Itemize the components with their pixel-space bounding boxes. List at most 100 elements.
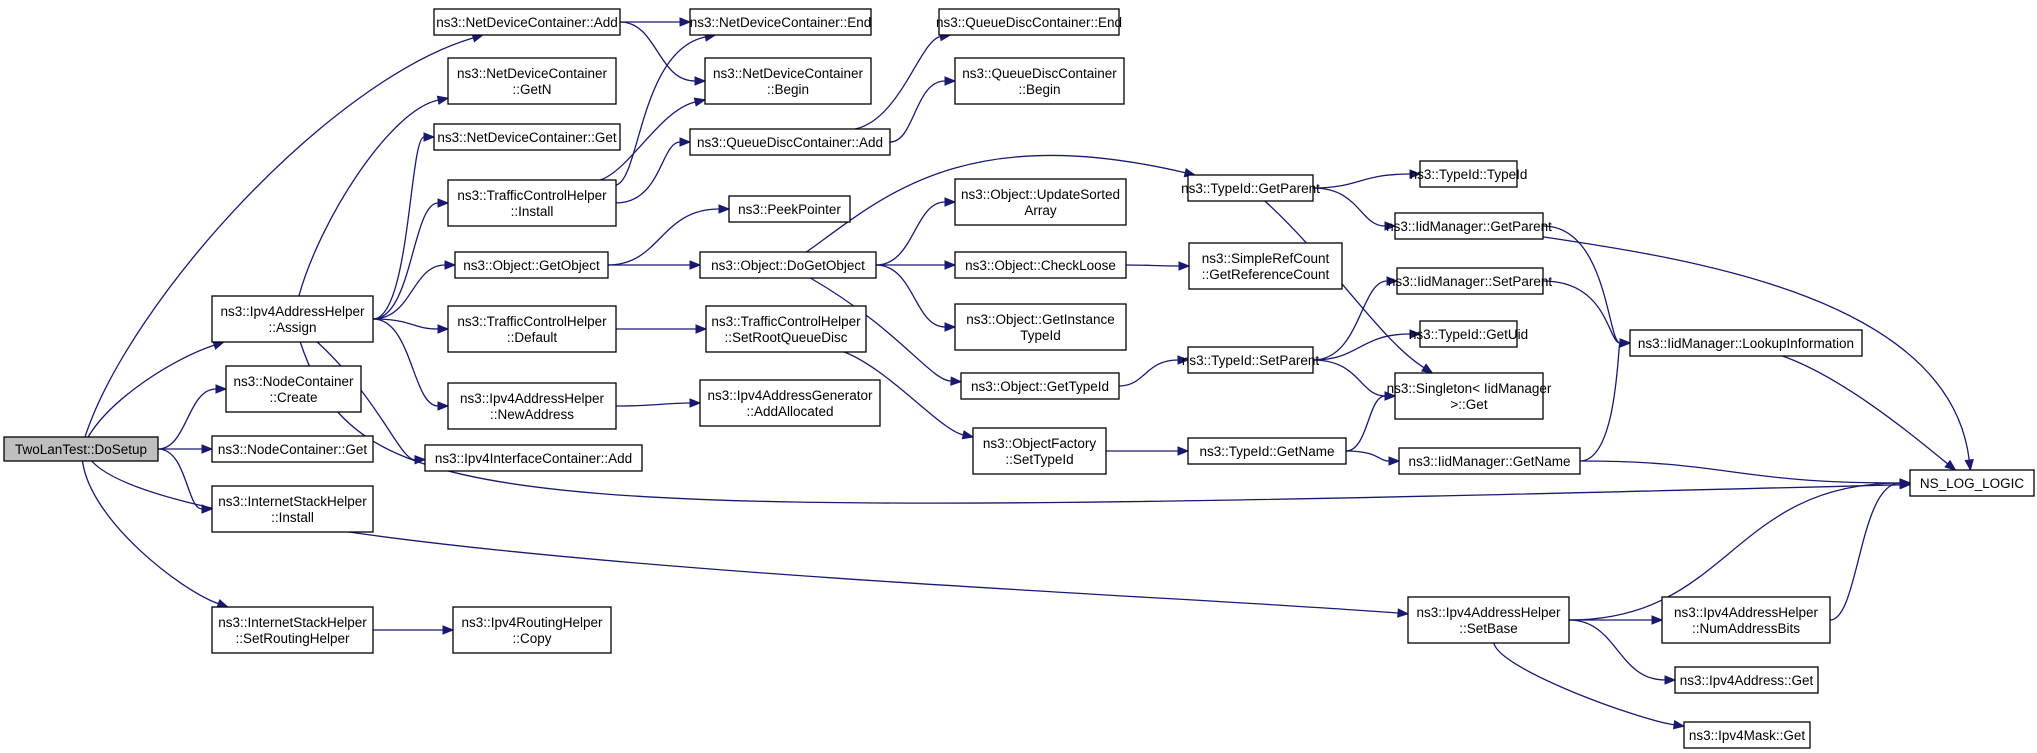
node-box[interactable] <box>452 606 612 654</box>
node-ipv4address_get[interactable]: ns3::Ipv4Address::Get <box>1674 666 1819 694</box>
node-box[interactable] <box>1674 666 1819 694</box>
node-typeid_getparent[interactable]: ns3::TypeId::GetParent <box>1181 174 1320 202</box>
node-box[interactable] <box>954 303 1127 351</box>
node-box[interactable] <box>1187 437 1347 465</box>
node-box[interactable] <box>1419 320 1518 348</box>
node-typeid_setparent[interactable]: ns3::TypeId::SetParent <box>1182 346 1320 374</box>
node-ish_setrouting[interactable]: ns3::InternetStackHelper::SetRoutingHelp… <box>211 606 374 654</box>
node-typeid_getuid[interactable]: ns3::TypeId::GetUid <box>1409 320 1528 348</box>
node-label: ns3::TypeId::SetParent <box>1182 353 1320 368</box>
node-ipv4mask_get[interactable]: ns3::Ipv4Mask::Get <box>1683 721 1811 749</box>
node-box[interactable] <box>447 382 617 430</box>
node-ndc_add[interactable]: ns3::NetDeviceContainer::Add <box>433 8 621 36</box>
node-box[interactable] <box>211 485 374 533</box>
node-box[interactable] <box>447 305 617 353</box>
node-qdc_add[interactable]: ns3::QueueDiscContainer::Add <box>689 128 891 156</box>
node-tch_default[interactable]: ns3::TrafficControlHelper::Default <box>447 305 617 353</box>
node-box[interactable] <box>938 8 1120 36</box>
node-iid_lookup[interactable]: ns3::IidManager::LookupInformation <box>1629 329 1863 357</box>
node-ndc_get[interactable]: ns3::NetDeviceContainer::Get <box>433 123 621 151</box>
node-qdc_end[interactable]: ns3::QueueDiscContainer::End <box>936 8 1122 36</box>
node-ndc_end[interactable]: ns3::NetDeviceContainer::End <box>689 8 872 36</box>
edge-ipv4ah_assign-to-ipv4ic_add <box>316 341 416 461</box>
node-box[interactable] <box>1187 174 1314 202</box>
node-peekpointer[interactable]: ns3::PeekPointer <box>728 195 851 223</box>
edge-ipv4ah_assign-to-obj_getobject <box>372 264 446 320</box>
node-qdc_begin[interactable]: ns3::QueueDiscContainer::Begin <box>954 57 1125 105</box>
node-objfactory_settypeid[interactable]: ns3::ObjectFactory::SetTypeId <box>972 427 1107 475</box>
node-box[interactable] <box>699 251 877 279</box>
node-nc_get[interactable]: ns3::NodeContainer::Get <box>211 435 374 463</box>
node-obj_checkloose[interactable]: ns3::Object::CheckLoose <box>954 251 1127 279</box>
node-ipv4ah_setbase[interactable]: ns3::Ipv4AddressHelper::SetBase <box>1407 596 1570 644</box>
node-box[interactable] <box>689 8 872 36</box>
node-iid_getparent[interactable]: ns3::IidManager::GetParent <box>1386 212 1552 240</box>
node-obj_dogetobject[interactable]: ns3::Object::DoGetObject <box>699 251 877 279</box>
node-ipv4ah_newaddress[interactable]: ns3::Ipv4AddressHelper::NewAddress <box>447 382 617 430</box>
node-box[interactable] <box>954 251 1127 279</box>
node-ipv4rh_copy[interactable]: ns3::Ipv4RoutingHelper::Copy <box>452 606 612 654</box>
node-box[interactable] <box>960 372 1120 400</box>
node-box[interactable] <box>1188 242 1343 290</box>
node-box[interactable] <box>447 179 617 227</box>
node-ish_install[interactable]: ns3::InternetStackHelper::Install <box>211 485 374 533</box>
node-ipv4ag_addallocated[interactable]: ns3::Ipv4AddressGenerator::AddAllocated <box>699 379 881 427</box>
edge-ipv4ah_setbase-to-ns_log_logic <box>1568 482 1901 621</box>
node-ndc_getn[interactable]: ns3::NetDeviceContainer::GetN <box>447 57 617 105</box>
node-box[interactable] <box>972 427 1107 475</box>
node-box[interactable] <box>1394 372 1544 420</box>
node-ipv4ah_numaddressbits[interactable]: ns3::Ipv4AddressHelper::NumAddressBits <box>1661 596 1831 644</box>
node-box[interactable] <box>211 606 374 654</box>
node-box[interactable] <box>447 57 617 105</box>
edge-obj_dogetobject-to-obj_gettypeid <box>810 277 952 382</box>
node-box[interactable] <box>954 57 1125 105</box>
node-ipv4ic_add[interactable]: ns3::Ipv4InterfaceContainer::Add <box>424 444 643 472</box>
node-box[interactable] <box>704 57 872 105</box>
node-box[interactable] <box>1398 447 1581 475</box>
node-typeid_getname[interactable]: ns3::TypeId::GetName <box>1187 437 1347 465</box>
node-box[interactable] <box>225 365 362 413</box>
node-box[interactable] <box>1683 721 1811 749</box>
node-ns_log_logic[interactable]: NS_LOG_LOGIC <box>1909 469 2035 497</box>
node-box[interactable] <box>1187 346 1314 374</box>
node-box[interactable] <box>1909 469 2035 497</box>
node-box[interactable] <box>728 195 851 223</box>
edge-iid_setparent-to-iid_lookup <box>1542 280 1621 344</box>
node-box[interactable] <box>1396 267 1544 295</box>
node-label: ::AddAllocated <box>746 404 833 419</box>
node-box[interactable] <box>1407 596 1570 644</box>
node-box[interactable] <box>424 444 643 472</box>
node-typeid_typeid[interactable]: ns3::TypeId::TypeId <box>1410 160 1528 188</box>
node-iid_setparent[interactable]: ns3::IidManager::SetParent <box>1388 267 1553 295</box>
node-ndc_begin[interactable]: ns3::NetDeviceContainer::Begin <box>704 57 872 105</box>
node-obj_getobject[interactable]: ns3::Object::GetObject <box>454 251 609 279</box>
node-box[interactable] <box>211 295 374 343</box>
node-simplerefcount[interactable]: ns3::SimpleRefCount::GetReferenceCount <box>1188 242 1343 290</box>
node-nc_create[interactable]: ns3::NodeContainer::Create <box>225 365 362 413</box>
node-box[interactable] <box>433 8 621 36</box>
node-ipv4ah_assign[interactable]: ns3::Ipv4AddressHelper::Assign <box>211 295 374 343</box>
node-box[interactable] <box>3 436 159 462</box>
node-label: ns3::SimpleRefCount <box>1202 251 1330 266</box>
node-box[interactable] <box>699 379 881 427</box>
node-box[interactable] <box>1661 596 1831 644</box>
node-box[interactable] <box>454 251 609 279</box>
node-singleton_get[interactable]: ns3::Singleton< IidManager>::Get <box>1387 372 1552 420</box>
node-label: ns3::TypeId::GetUid <box>1409 327 1528 342</box>
node-box[interactable] <box>1629 329 1863 357</box>
edge-root-to-ish_install <box>157 448 203 510</box>
node-root[interactable]: TwoLanTest::DoSetup <box>3 436 159 462</box>
node-box[interactable] <box>211 435 374 463</box>
node-box[interactable] <box>689 128 891 156</box>
node-tch_setroot[interactable]: ns3::TrafficControlHelper::SetRootQueueD… <box>705 305 867 353</box>
node-box[interactable] <box>1394 212 1544 240</box>
node-obj_gettypeid[interactable]: ns3::Object::GetTypeId <box>960 372 1120 400</box>
node-box[interactable] <box>1419 160 1518 188</box>
node-box[interactable] <box>705 305 867 353</box>
node-tch_install[interactable]: ns3::TrafficControlHelper::Install <box>447 179 617 227</box>
node-box[interactable] <box>433 123 621 151</box>
node-iid_getname[interactable]: ns3::IidManager::GetName <box>1398 447 1581 475</box>
node-box[interactable] <box>954 178 1127 226</box>
